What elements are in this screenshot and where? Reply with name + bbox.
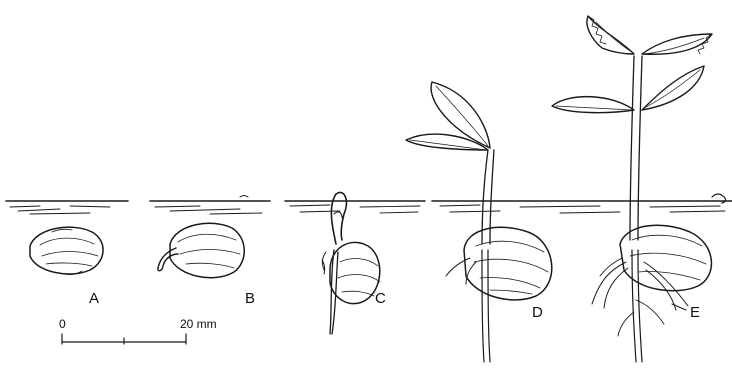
stage-label-c: C: [375, 291, 386, 306]
stage-label-b: B: [245, 291, 255, 306]
seedling-stage-e: [552, 16, 712, 362]
scale-end-label: 20 mm: [180, 318, 217, 330]
stage-label-e: E: [690, 305, 700, 320]
stage-label-a: A: [89, 291, 99, 306]
soil-surface: [6, 194, 732, 214]
label-e-pointer: [672, 304, 686, 310]
seedling-stage-d: [406, 82, 552, 362]
stage-label-d: D: [532, 305, 543, 320]
scale-start-label: 0: [59, 318, 66, 330]
scale-bar: [62, 334, 186, 344]
seed-stage-b: [158, 223, 244, 277]
seed-stage-a: [30, 227, 103, 274]
seedling-stage-c: [322, 192, 380, 334]
